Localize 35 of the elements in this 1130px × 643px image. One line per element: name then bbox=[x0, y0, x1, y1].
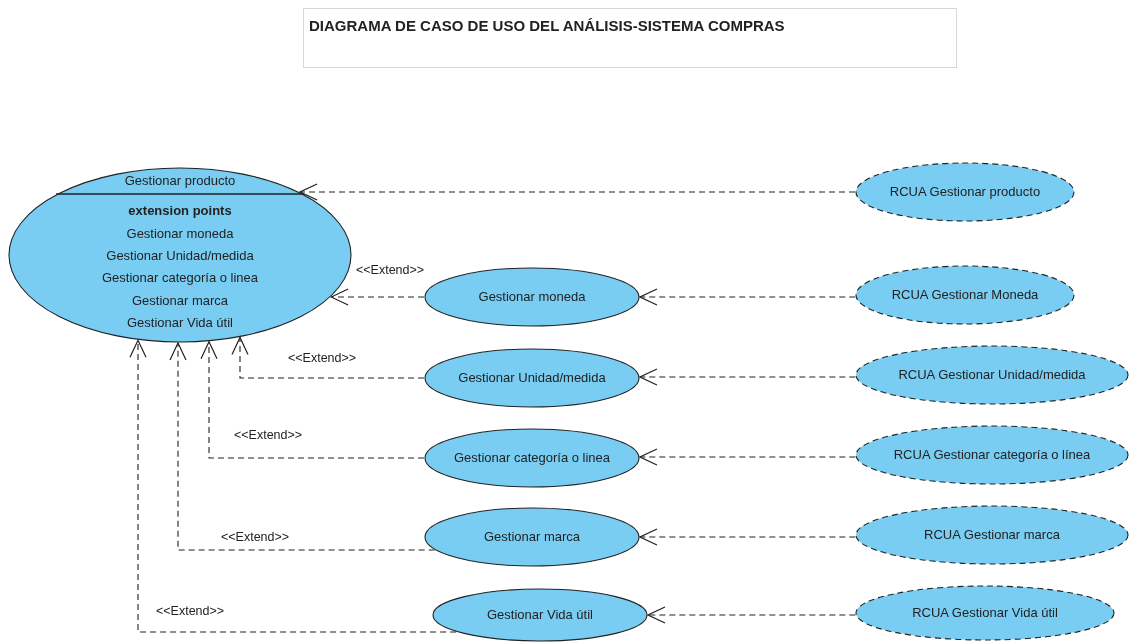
dependency-arrow bbox=[231, 336, 425, 379]
use-case-name: RCUA Gestionar categoría o línea bbox=[893, 447, 1091, 463]
dependency-arrow bbox=[169, 342, 436, 551]
use-case-name: Gestionar producto bbox=[124, 173, 236, 189]
use-case-name: Gestionar categoría o linea bbox=[453, 450, 611, 466]
extension-points-heading: extension points bbox=[128, 203, 232, 219]
dependency-arrow bbox=[639, 448, 856, 466]
edge-label: <<Extend>> bbox=[287, 351, 358, 365]
use-case-name: RCUA Gestionar Moneda bbox=[891, 287, 1039, 303]
edge-label: <<Extend>> bbox=[233, 428, 304, 442]
dependency-arrow bbox=[129, 339, 457, 633]
dependency-arrow bbox=[647, 606, 856, 624]
dependency-arrow bbox=[299, 183, 856, 201]
extension-point: Gestionar marca bbox=[131, 293, 229, 309]
dependency-arrow bbox=[639, 288, 856, 306]
use-case-name: RCUA Gestionar producto bbox=[889, 184, 1041, 200]
use-case-name: Gestionar Unidad/medida bbox=[458, 370, 606, 386]
dependency-arrow bbox=[639, 368, 856, 386]
edge-label: <<Extend>> bbox=[155, 604, 226, 618]
use-case-name: Gestionar Vida útil bbox=[487, 607, 593, 623]
use-case-name: RCUA Gestionar Unidad/medida bbox=[898, 367, 1086, 383]
dependency-arrow bbox=[330, 288, 425, 306]
dependency-arrow bbox=[200, 341, 425, 459]
extension-point: Gestionar Vida útil bbox=[127, 315, 233, 331]
extension-point: Gestionar Unidad/medida bbox=[106, 248, 254, 264]
dependency-arrow bbox=[639, 528, 856, 546]
use-case-name: RCUA Gestionar marca bbox=[924, 527, 1060, 543]
edge-label: <<Extend>> bbox=[220, 530, 291, 544]
extension-point: Gestionar moneda bbox=[126, 226, 234, 242]
use-case-name: Gestionar marca bbox=[483, 529, 581, 545]
use-case-name: RCUA Gestionar Vida útil bbox=[912, 605, 1058, 621]
extension-point: Gestionar categoría o linea bbox=[101, 270, 259, 286]
diagram-title: DIAGRAMA DE CASO DE USO DEL ANÁLISIS-SISTEMA COMPRAS bbox=[309, 17, 785, 34]
edge-label: <<Extend>> bbox=[355, 263, 426, 277]
use-case-name: Gestionar moneda bbox=[478, 289, 586, 305]
